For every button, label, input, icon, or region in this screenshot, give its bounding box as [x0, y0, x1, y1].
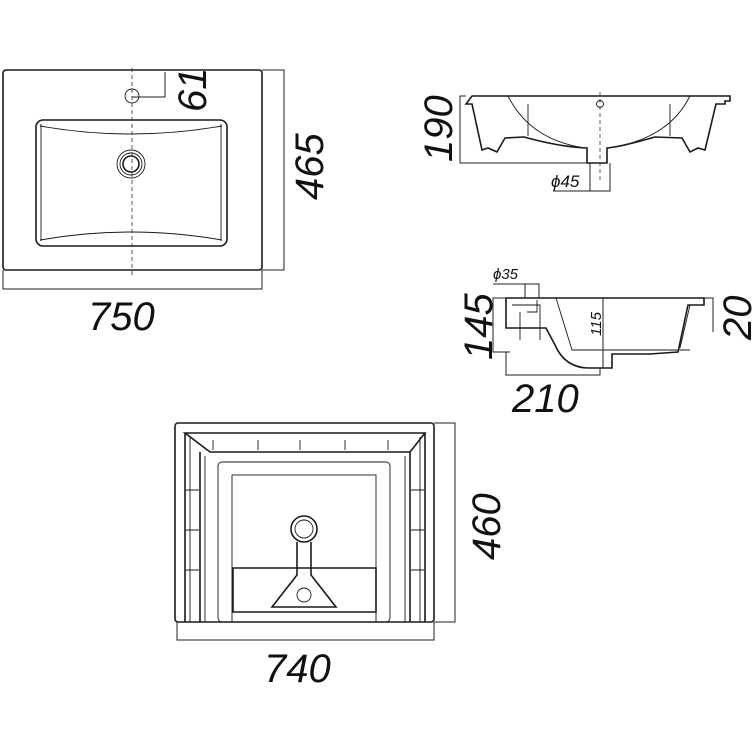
side-view: 115 145 20 210 ϕ35 — [457, 266, 752, 421]
bottom-basin — [231, 474, 377, 623]
top-outline — [2, 69, 263, 271]
dim-145-label: 145 — [457, 293, 501, 360]
bottom-tap-hole — [290, 515, 318, 543]
dim-45-line — [553, 163, 611, 192]
basin-inner — [39, 124, 223, 241]
bottom-tap-hole-inner — [294, 519, 314, 539]
dim-20-label: 20 — [716, 296, 752, 342]
drain-icon — [122, 155, 140, 173]
dim-190-line — [459, 95, 587, 164]
dim-750-line — [2, 270, 263, 290]
bottom-frame — [182, 432, 427, 622]
dim-210-line — [505, 352, 601, 376]
dim-740-line — [176, 622, 435, 641]
front-bowl — [507, 95, 691, 149]
dim-145-line — [492, 297, 510, 353]
basin-outline — [35, 119, 228, 247]
bottom-ribs — [186, 437, 424, 622]
bottom-support-struts — [270, 542, 338, 608]
drain-outer — [116, 149, 146, 179]
dim-465-line — [262, 69, 285, 271]
bottom-view: 460 740 — [174, 422, 509, 691]
front-view: 190 ϕ45 — [417, 92, 731, 192]
dim-210-label: 210 — [511, 377, 579, 421]
top-view: 61 465 750 — [2, 68, 332, 339]
dim-740-label: 740 — [264, 647, 331, 691]
dim-35-line — [493, 283, 540, 298]
dim-45-label: ϕ45 — [551, 172, 580, 191]
dim-190-label: 190 — [417, 95, 461, 162]
dim-460-label: 460 — [465, 493, 509, 560]
dim-115-label: 115 — [588, 311, 605, 336]
side-outline — [505, 297, 705, 369]
dim-20-line — [704, 297, 714, 332]
drain-ring — [119, 152, 143, 176]
dim-61-line — [132, 72, 166, 98]
dim-750-label: 750 — [88, 295, 155, 339]
dim-35-label: ϕ35 — [493, 266, 519, 283]
dim-465-label: 465 — [288, 133, 332, 200]
bottom-outline — [174, 422, 435, 623]
dim-61-label: 61 — [171, 68, 215, 113]
side-inner — [512, 297, 691, 351]
bottom-drain-hole — [296, 587, 312, 603]
bottom-drain-box — [232, 567, 377, 613]
front-outline — [464, 95, 731, 164]
dim-460-line — [434, 422, 456, 623]
